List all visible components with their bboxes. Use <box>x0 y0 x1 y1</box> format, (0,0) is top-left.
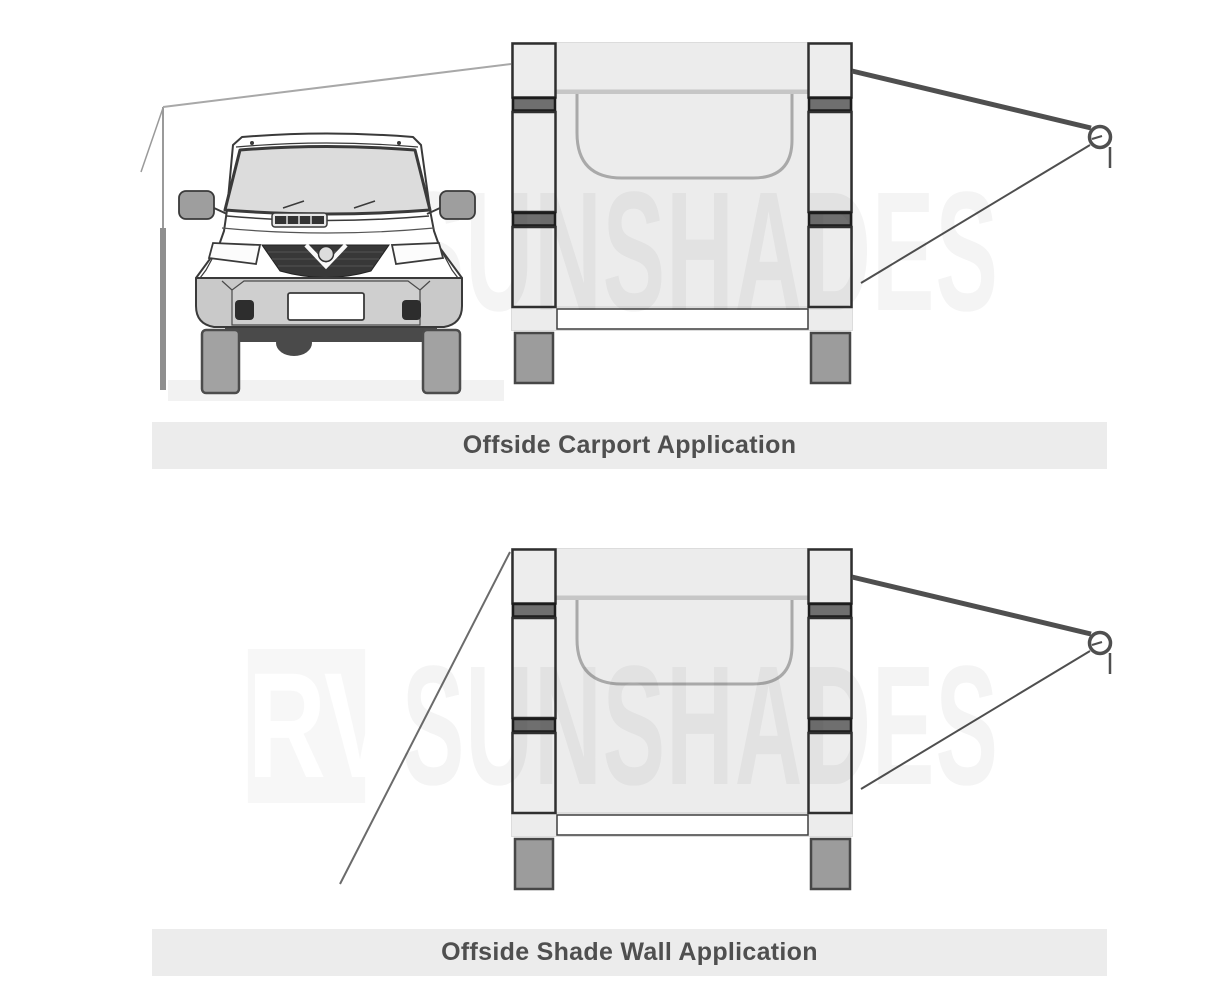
brand-watermark-top: RV SUNSHADES <box>225 157 1212 347</box>
caravan-rear-view-top <box>509 41 855 385</box>
shade-wall-diagram <box>339 547 1111 891</box>
caption-shade-wall-application: Offside Shade Wall Application <box>152 929 1107 976</box>
brand-watermark-bottom: RV SUNSHADES <box>225 631 1212 821</box>
shade-wall-edge-line <box>339 551 511 885</box>
caption-carport-application: Offside Carport Application <box>152 422 1107 469</box>
awning-pole <box>160 228 166 390</box>
pole-guy-line <box>140 107 164 173</box>
vehicle-illustration <box>178 132 476 395</box>
carport-diagram <box>140 41 1111 401</box>
watermark-rv-text: RV <box>247 641 396 809</box>
awning-pole-assembly <box>140 107 166 390</box>
watermark-rv-box: RV <box>225 641 396 809</box>
watermark-rv-text: RV <box>247 167 396 335</box>
awning-edge-line <box>162 63 512 108</box>
guy-rope-and-peg-bottom <box>852 577 1111 789</box>
guy-rope-and-peg-top <box>852 71 1111 283</box>
watermark-name-text: SUNSHADES <box>402 157 999 347</box>
watermark-name-text: SUNSHADES <box>402 631 999 821</box>
watermark-rv-box: RV <box>225 167 396 335</box>
caravan-rear-view-bottom <box>509 547 855 891</box>
ground-shadow <box>168 380 504 401</box>
